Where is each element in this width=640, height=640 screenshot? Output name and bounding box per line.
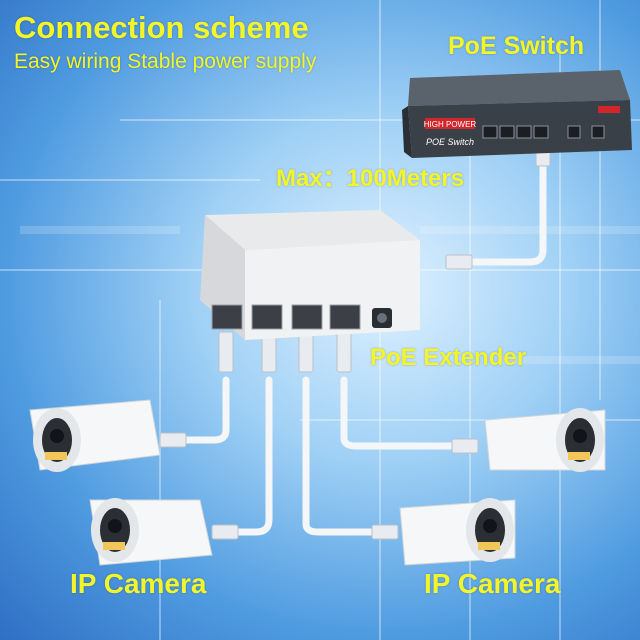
cable-camera-bottom-right bbox=[302, 376, 386, 536]
poe-extender-label: PoE Extender bbox=[370, 344, 527, 371]
page-subtitle: Easy wiring Stable power supply bbox=[14, 50, 317, 73]
camera-bottom-left bbox=[89, 498, 213, 566]
switch-badge-text: HIGH POWER bbox=[424, 120, 477, 129]
plug-extender-uplink bbox=[445, 254, 473, 270]
plug-port-1 bbox=[218, 331, 234, 373]
cable-camera-top-left bbox=[171, 376, 230, 444]
poe-switch-label: PoE Switch bbox=[448, 32, 585, 60]
ip-camera-right-label: IP Camera bbox=[424, 568, 561, 599]
camera-top-left bbox=[29, 399, 161, 472]
uplink-cable bbox=[466, 146, 547, 266]
switch-model-text: POE Switch bbox=[426, 137, 474, 147]
cable-camera-bottom-left bbox=[228, 376, 273, 536]
max-distance-label: Max：100Meters bbox=[276, 165, 465, 192]
cable-camera-top-right bbox=[340, 376, 464, 450]
plug-cam-bl bbox=[211, 524, 239, 540]
camera-top-right bbox=[484, 408, 606, 472]
plug-cam-tr bbox=[451, 438, 479, 454]
plug-cam-tl bbox=[159, 432, 187, 448]
page-title: Connection scheme bbox=[14, 10, 309, 45]
switch-badge bbox=[425, 118, 475, 129]
ip-camera-left-label: IP Camera bbox=[70, 568, 207, 599]
plug-cam-br bbox=[371, 524, 399, 540]
camera-bottom-right bbox=[399, 498, 516, 566]
